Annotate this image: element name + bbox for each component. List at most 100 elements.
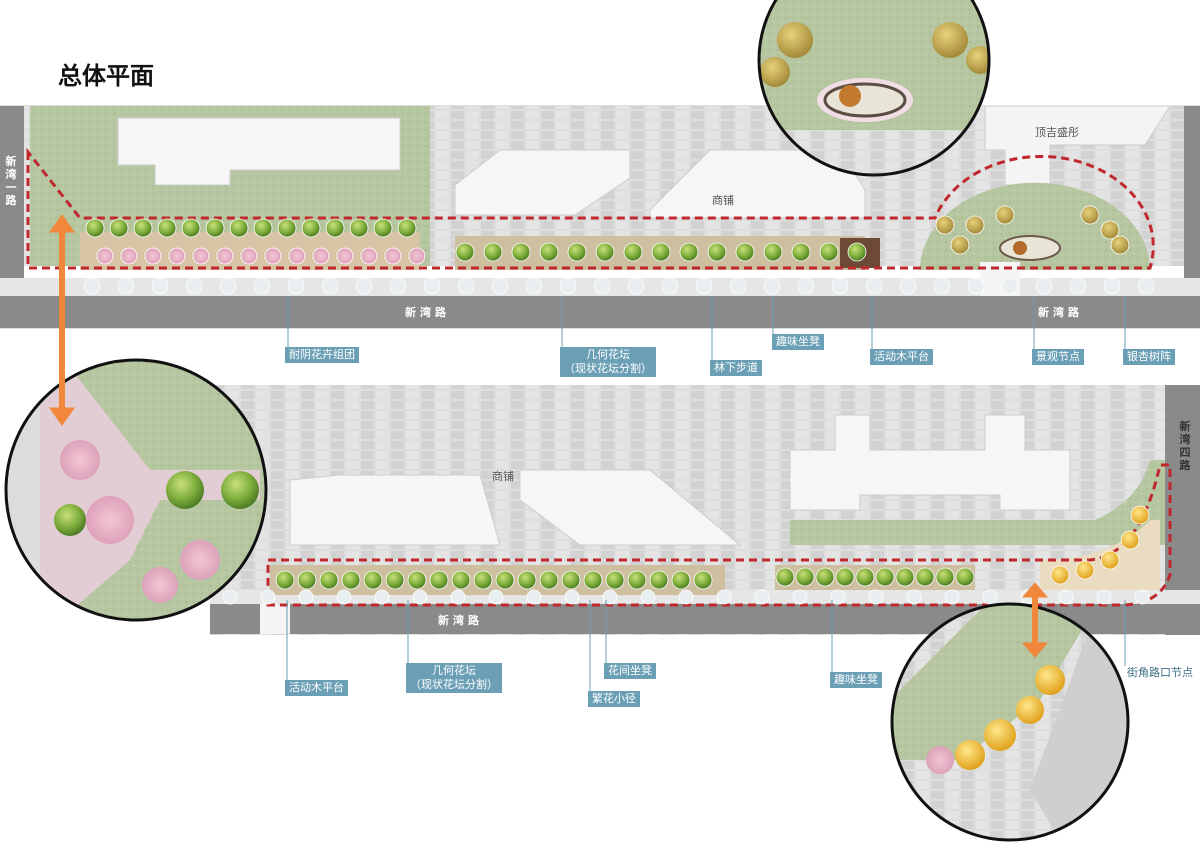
street-tree — [151, 277, 169, 295]
street-tree — [185, 277, 203, 295]
callout-blossom-path: 繁花小径 — [588, 691, 640, 707]
callout-geometric-bed-bottom: 几何花坛（现状花坛分割） — [406, 663, 502, 693]
ginkgo-tree — [1080, 205, 1100, 225]
street-tree — [355, 277, 373, 295]
flower-shrub — [144, 247, 162, 265]
street-tree — [1134, 589, 1150, 605]
street-tree — [716, 589, 732, 605]
street-tree — [661, 277, 679, 295]
street-tree — [754, 589, 770, 605]
street-tree — [564, 589, 580, 605]
bed-tree — [561, 570, 581, 590]
bed-tree — [847, 242, 867, 262]
street-tree — [117, 277, 135, 295]
bed-tree — [795, 567, 815, 587]
yellow-shrub — [1120, 530, 1140, 550]
bed-tree — [253, 218, 273, 238]
street-tree — [602, 589, 618, 605]
bed-tree — [649, 570, 669, 590]
ginkgo-tree — [995, 205, 1015, 225]
flower-shrub — [240, 247, 258, 265]
bed-tree — [275, 570, 295, 590]
bed-tree — [875, 567, 895, 587]
street-tree — [982, 589, 998, 605]
bed-tree — [955, 567, 975, 587]
flower-shrub — [216, 247, 234, 265]
street-tree — [423, 277, 441, 295]
callout-ginkgo-array: 银杏树阵 — [1123, 349, 1175, 365]
bed-tree — [679, 242, 699, 262]
bed-tree — [277, 218, 297, 238]
top-strip — [0, 105, 1200, 329]
street-tree — [298, 589, 314, 605]
bed-tree — [451, 570, 471, 590]
flower-shrub — [288, 247, 306, 265]
callout-fun-bench-top: 趣味坐凳 — [772, 334, 824, 350]
bed-tree — [495, 570, 515, 590]
callout-wood-deck-top: 活动木平台 — [870, 349, 933, 365]
street-tree — [906, 589, 922, 605]
bed-tree — [511, 242, 531, 262]
street-tree — [488, 589, 504, 605]
callout-corner-node: 街角路口节点 — [1127, 666, 1193, 679]
road-label-bottom: 新湾路 — [438, 614, 483, 627]
bed-tree — [815, 567, 835, 587]
ginkgo-tree — [1110, 235, 1130, 255]
street-tree — [1058, 589, 1074, 605]
bed-tree — [651, 242, 671, 262]
callout-forest-path: 林下步道 — [710, 360, 762, 376]
bed-tree — [385, 570, 405, 590]
bed-tree — [627, 570, 647, 590]
building-label-shop-bottom: 商铺 — [492, 470, 514, 483]
bed-tree — [915, 567, 935, 587]
street-tree — [695, 277, 713, 295]
bed-tree — [763, 242, 783, 262]
bed-tree — [229, 218, 249, 238]
bed-tree — [735, 242, 755, 262]
bed-tree — [707, 242, 727, 262]
bed-tree — [671, 570, 691, 590]
building-label-top-right: 顶吉盛彤 — [1035, 126, 1079, 139]
street-tree — [1096, 589, 1112, 605]
street-tree — [797, 277, 815, 295]
yellow-shrub — [1050, 565, 1070, 585]
bed-tree — [319, 570, 339, 590]
bed-tree — [605, 570, 625, 590]
bed-tree — [539, 242, 559, 262]
bed-tree — [455, 242, 475, 262]
street-tree — [287, 277, 305, 295]
bed-tree — [407, 570, 427, 590]
street-tree — [933, 277, 951, 295]
street-tree — [374, 589, 390, 605]
flower-shrub — [336, 247, 354, 265]
orange-arrow-right — [1021, 582, 1049, 658]
street-tree — [83, 277, 101, 295]
bed-tree — [693, 570, 713, 590]
page-title: 总体平面 — [58, 62, 154, 90]
street-tree — [559, 277, 577, 295]
bed-tree — [819, 242, 839, 262]
callout-geometric-bed-top: 几何花坛（现状花坛分割） — [560, 347, 656, 377]
building-label-shop-top: 商铺 — [712, 194, 734, 207]
bed-tree — [429, 570, 449, 590]
bed-tree — [325, 218, 345, 238]
street-tree — [491, 277, 509, 295]
bed-tree — [935, 567, 955, 587]
street-tree — [336, 589, 352, 605]
street-tree — [763, 277, 781, 295]
bed-tree — [473, 570, 493, 590]
flower-shrub — [264, 247, 282, 265]
flower-shrub — [384, 247, 402, 265]
street-tree — [899, 277, 917, 295]
street-tree — [450, 589, 466, 605]
flower-shrub — [168, 247, 186, 265]
street-tree — [389, 277, 407, 295]
street-tree — [865, 277, 883, 295]
bed-tree — [297, 570, 317, 590]
bed-tree — [895, 567, 915, 587]
bed-tree — [301, 218, 321, 238]
road-label-right: 新湾四路 — [1179, 420, 1191, 472]
ginkgo-tree — [950, 235, 970, 255]
bed-tree — [567, 242, 587, 262]
